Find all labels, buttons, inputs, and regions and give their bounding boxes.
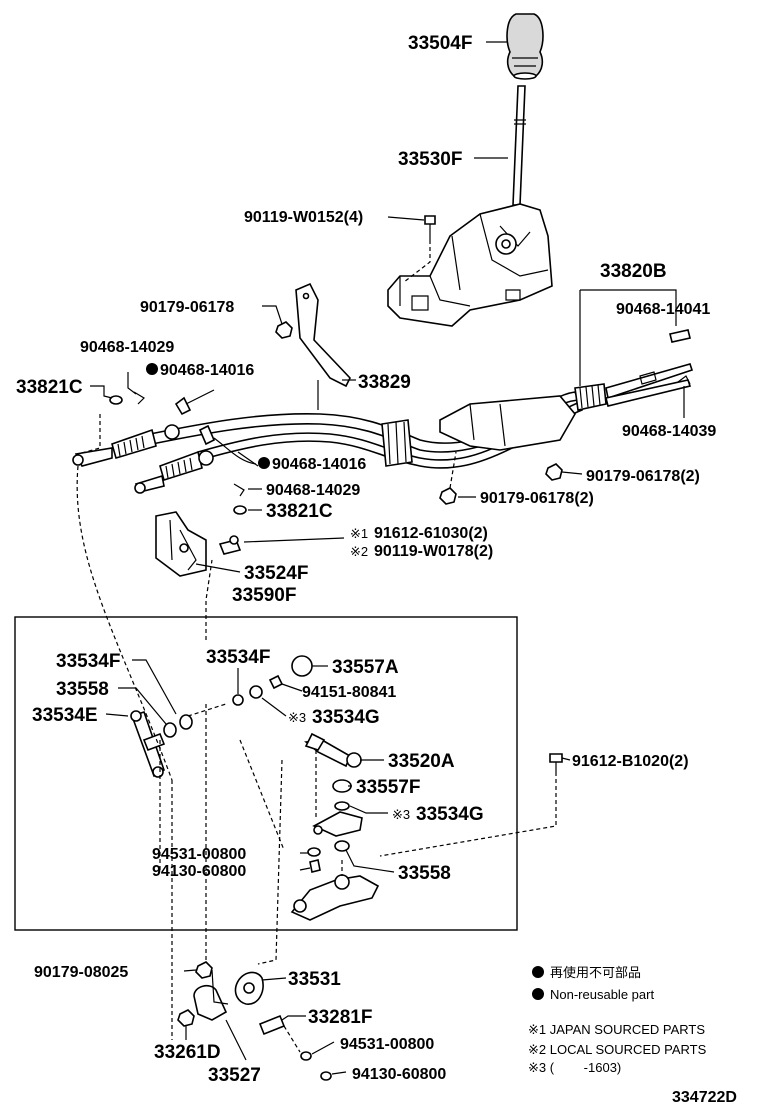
bolt-91612-b1020 bbox=[549, 753, 563, 772]
clip-90468-14041 bbox=[669, 329, 691, 343]
nut-94130-a bbox=[309, 859, 321, 873]
label-33281f: 33281F bbox=[308, 1007, 372, 1028]
shift-lever bbox=[512, 85, 526, 206]
label-90468-14041: 90468-14041 bbox=[616, 301, 710, 318]
label-33530f: 33530F bbox=[398, 149, 462, 170]
washer-33821c-mid bbox=[233, 505, 247, 515]
label-33821c-mid: 33821C bbox=[266, 501, 333, 522]
label-33534e: 33534E bbox=[32, 705, 98, 726]
nonreuse-marker-mid bbox=[258, 457, 270, 469]
nut-90179-06178-a bbox=[545, 463, 563, 481]
clip-90468-14039 bbox=[677, 375, 691, 385]
bush-33531 bbox=[234, 971, 264, 1005]
label-mark3-b: ※3 bbox=[392, 807, 410, 822]
bolt-90119-w0152 bbox=[403, 215, 436, 283]
legend-bullet-jp bbox=[532, 966, 544, 978]
label-33534g-b: 33534G bbox=[416, 804, 484, 825]
legend-note3: ※3 ( -1603) bbox=[528, 1060, 621, 1075]
nut-90179-06178-top bbox=[275, 321, 293, 339]
ring-33557a bbox=[291, 655, 313, 677]
pin-33281f bbox=[258, 1014, 301, 1053]
legend-bullet-en bbox=[532, 988, 544, 1000]
label-90468-14016-mid: 90468-14016 bbox=[272, 456, 366, 473]
bracket-33829 bbox=[295, 282, 351, 410]
bracket-33524f bbox=[155, 511, 242, 577]
bush-33558-a bbox=[163, 722, 177, 738]
nonreuse-marker-top bbox=[146, 363, 158, 375]
legend-note1: ※1 JAPAN SOURCED PARTS bbox=[528, 1022, 705, 1037]
shift-lever-housing bbox=[387, 203, 553, 327]
bush-33558-b bbox=[334, 840, 350, 852]
shift-knob bbox=[506, 13, 544, 80]
label-33534f-b: 33534F bbox=[206, 647, 270, 668]
bracket-33527 bbox=[193, 969, 229, 1021]
bush-33534g-b bbox=[334, 801, 350, 811]
part-labels: 33504F 33530F 90119-W0152(4) 33820B 9046… bbox=[16, 33, 716, 1086]
label-90179-06178-2b: 90179-06178(2) bbox=[480, 490, 594, 507]
label-90468-14029-mid: 90468-14029 bbox=[266, 482, 360, 499]
selector-bracket bbox=[290, 874, 380, 921]
bush-33534g-a bbox=[249, 685, 263, 699]
legend: 再使用不可部品 Non-reusable part ※1 JAPAN SOURC… bbox=[528, 965, 707, 1075]
label-33531: 33531 bbox=[288, 969, 341, 990]
label-33527: 33527 bbox=[208, 1065, 261, 1086]
label-90119-w0152: 90119-W0152(4) bbox=[244, 209, 363, 226]
label-mark3-a: ※3 bbox=[288, 710, 306, 725]
label-94130-60800-b: 94130-60800 bbox=[352, 1066, 446, 1083]
label-90179-08025: 90179-08025 bbox=[34, 964, 128, 981]
legend-nonreuse-en: Non-reusable part bbox=[550, 987, 654, 1002]
label-33557a: 33557A bbox=[332, 657, 399, 678]
washer-33821c-top bbox=[77, 395, 123, 455]
label-91612-61030: 91612-61030(2) bbox=[374, 525, 488, 542]
label-33820b: 33820B bbox=[600, 261, 667, 282]
label-90468-14029-top: 90468-14029 bbox=[80, 339, 174, 356]
clip-90468-14016-top bbox=[174, 389, 215, 416]
label-33558-b: 33558 bbox=[398, 863, 451, 884]
label-33821c-top: 33821C bbox=[16, 377, 83, 398]
legend-nonreuse-jp: 再使用不可部品 bbox=[550, 965, 641, 980]
clip-90468-14016-mid bbox=[198, 424, 257, 465]
label-94531-00800-b: 94531-00800 bbox=[340, 1036, 434, 1053]
label-note2-mark: ※2 bbox=[350, 544, 368, 559]
label-33829: 33829 bbox=[358, 372, 411, 393]
label-94130-60800-a: 94130-60800 bbox=[152, 863, 246, 880]
label-90468-14016-top: 90468-14016 bbox=[160, 362, 254, 379]
label-33590f: 33590F bbox=[232, 585, 296, 606]
label-90179-06178-top: 90179-06178 bbox=[140, 299, 234, 316]
label-90119-w0178: 90119-W0178(2) bbox=[374, 543, 493, 560]
nut-90179-06178-b bbox=[439, 451, 457, 505]
label-90468-14039: 90468-14039 bbox=[622, 423, 716, 440]
nut-90179-08025 bbox=[195, 961, 213, 979]
nut-94130-b bbox=[320, 1071, 332, 1081]
clip-90468-14029-top bbox=[133, 391, 145, 405]
label-33557f: 33557F bbox=[356, 777, 420, 798]
label-94531-00800-a: 94531-00800 bbox=[152, 846, 246, 863]
bush-33534f-b bbox=[232, 694, 244, 706]
leader-lines bbox=[90, 41, 685, 1075]
label-33520a: 33520A bbox=[388, 751, 455, 772]
label-90179-06178-2a: 90179-06178(2) bbox=[586, 468, 700, 485]
washer-94531-b bbox=[300, 1051, 312, 1061]
label-33261d: 33261D bbox=[154, 1042, 221, 1063]
washer-94531-a bbox=[307, 847, 321, 857]
nut-33261d bbox=[177, 1009, 195, 1027]
legend-note2: ※2 LOCAL SOURCED PARTS bbox=[528, 1042, 707, 1057]
diagram-id: 334722D bbox=[672, 1089, 737, 1106]
clip-90468-14029-mid bbox=[233, 483, 245, 497]
label-33524f: 33524F bbox=[244, 563, 308, 584]
label-note1-mark: ※1 bbox=[350, 526, 368, 541]
label-94151-80841: 94151-80841 bbox=[302, 684, 396, 701]
label-33504f: 33504F bbox=[408, 33, 472, 54]
label-33534f-a: 33534F bbox=[56, 651, 120, 672]
rod-33520a bbox=[304, 732, 362, 768]
label-33558-a: 33558 bbox=[56, 679, 109, 700]
label-91612-b1020: 91612-B1020(2) bbox=[572, 753, 689, 770]
bush-33534f-a bbox=[179, 714, 193, 730]
plate-lever bbox=[312, 811, 363, 837]
label-33534g-a: 33534G bbox=[312, 707, 380, 728]
assy-33590f-box bbox=[14, 616, 518, 931]
pin-94151-80841 bbox=[268, 674, 284, 690]
link-33534e bbox=[130, 710, 166, 778]
